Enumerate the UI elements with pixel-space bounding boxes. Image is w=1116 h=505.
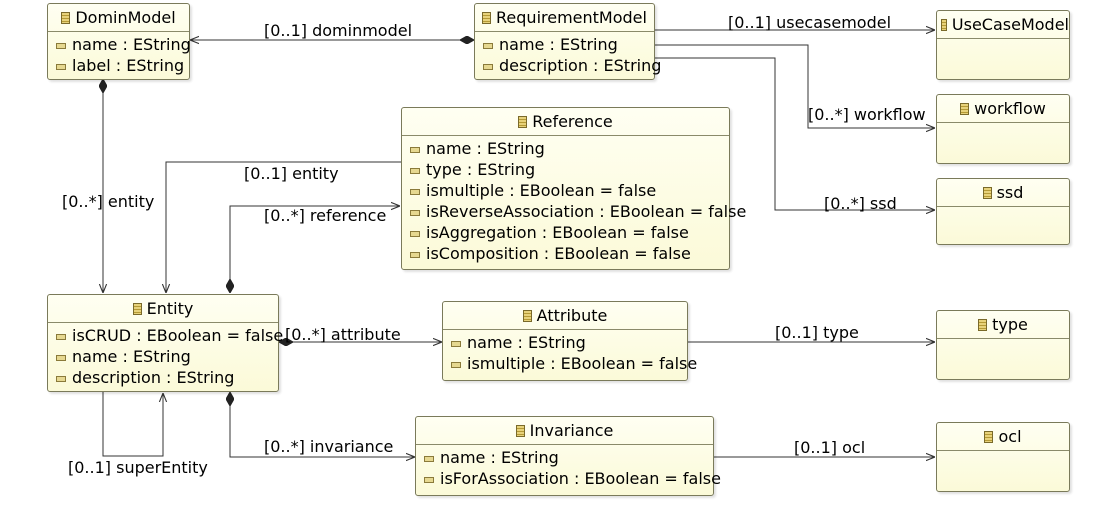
eattribute-icon bbox=[410, 209, 420, 216]
eattribute-icon bbox=[410, 146, 420, 153]
label-usecasemodel: [0..1] usecasemodel bbox=[728, 13, 892, 32]
label-entity-reference: [0..1] entity bbox=[244, 164, 339, 183]
class-domin-model[interactable]: DominModel name : EString label : EStrin… bbox=[47, 3, 191, 80]
eclass-icon bbox=[515, 424, 525, 437]
class-header: Entity bbox=[48, 295, 278, 323]
class-entity[interactable]: Entity isCRUD : EBoolean = false name : … bbox=[47, 294, 283, 392]
attribute-row[interactable]: name : EString bbox=[56, 346, 278, 367]
eattribute-icon bbox=[56, 42, 66, 49]
eclass-icon bbox=[982, 186, 992, 199]
eclass-icon bbox=[941, 18, 947, 31]
label-ssd: [0..*] ssd bbox=[824, 194, 897, 213]
label-type: [0..1] type bbox=[775, 323, 859, 342]
attribute-row[interactable]: isReverseAssociation : EBoolean = false bbox=[410, 201, 746, 222]
class-ssd[interactable]: ssd bbox=[936, 178, 1070, 245]
attribute-row[interactable]: isComposition : EBoolean = false bbox=[410, 243, 729, 264]
attribute-row[interactable]: label : EString bbox=[56, 55, 189, 76]
eattribute-icon bbox=[56, 375, 66, 382]
eclass-icon bbox=[482, 11, 492, 24]
label-super-entity: [0..1] superEntity bbox=[68, 458, 208, 477]
label-workflow: [0..*] workflow bbox=[808, 105, 926, 124]
class-name: DominModel bbox=[75, 8, 176, 27]
eclass-icon bbox=[522, 309, 532, 322]
attribute-row[interactable]: name : EString bbox=[483, 34, 654, 55]
class-name: Attribute bbox=[536, 306, 608, 325]
class-name: Entity bbox=[146, 299, 194, 318]
attribute-row[interactable]: name : EString bbox=[451, 332, 687, 353]
class-usecase-model[interactable]: UseCaseModel bbox=[936, 10, 1070, 80]
class-requirement-model[interactable]: RequirementModel name : EString descript… bbox=[474, 3, 661, 80]
eattribute-icon bbox=[56, 63, 66, 70]
class-name: UseCaseModel bbox=[951, 15, 1069, 34]
eattribute-icon bbox=[410, 188, 420, 195]
class-header: type bbox=[937, 311, 1069, 339]
class-invariance[interactable]: Invariance name : EString isForAssociati… bbox=[415, 416, 721, 496]
class-header: ocl bbox=[937, 423, 1069, 451]
eattribute-icon bbox=[410, 230, 420, 237]
eattribute-icon bbox=[483, 42, 493, 49]
eclass-icon bbox=[978, 318, 988, 331]
label-reference: [0..*] reference bbox=[264, 206, 387, 225]
eattribute-icon bbox=[424, 476, 434, 483]
class-header: UseCaseModel bbox=[937, 11, 1069, 39]
class-name: ocl bbox=[998, 427, 1022, 446]
class-name: ssd bbox=[996, 183, 1024, 202]
edge-entity-reference[interactable] bbox=[166, 161, 401, 293]
attribute-row[interactable]: name : EString bbox=[424, 447, 713, 468]
eattribute-icon bbox=[56, 333, 66, 340]
attribute-row[interactable]: isCRUD : EBoolean = false bbox=[56, 325, 283, 346]
attribute-row[interactable]: description : EString bbox=[483, 55, 661, 76]
label-entity-domin: [0..*] entity bbox=[62, 192, 155, 211]
eattribute-icon bbox=[451, 361, 461, 368]
attribute-row[interactable]: name : EString bbox=[56, 34, 191, 55]
attribute-row[interactable]: isForAssociation : EBoolean = false bbox=[424, 468, 721, 489]
eattribute-icon bbox=[483, 63, 493, 70]
class-ocl[interactable]: ocl bbox=[936, 422, 1070, 492]
attribute-row[interactable]: description : EString bbox=[56, 367, 278, 388]
attribute-row[interactable]: isAggregation : EBoolean = false bbox=[410, 222, 729, 243]
eattribute-icon bbox=[56, 354, 66, 361]
class-attribute[interactable]: Attribute name : EString ismultiple : EB… bbox=[442, 301, 697, 381]
eclass-icon bbox=[518, 115, 528, 128]
class-reference[interactable]: Reference name : EString type : EString … bbox=[401, 107, 746, 270]
eclass-icon bbox=[132, 302, 142, 315]
class-type[interactable]: type bbox=[936, 310, 1070, 380]
eattribute-icon bbox=[410, 251, 420, 258]
class-header: Attribute bbox=[443, 302, 687, 330]
class-header: Reference bbox=[402, 108, 729, 136]
label-invariance: [0..*] invariance bbox=[264, 437, 394, 456]
edge-super-entity[interactable] bbox=[102, 392, 163, 457]
class-header: workflow bbox=[937, 95, 1069, 123]
eattribute-icon bbox=[424, 455, 434, 462]
edge-ssd[interactable] bbox=[655, 57, 935, 210]
class-header: Invariance bbox=[416, 417, 713, 445]
eattribute-icon bbox=[410, 167, 420, 174]
edge-workflow[interactable] bbox=[655, 44, 935, 128]
class-name: type bbox=[992, 315, 1028, 334]
class-workflow[interactable]: workflow bbox=[936, 94, 1070, 164]
class-name: workflow bbox=[974, 99, 1046, 118]
label-attribute: [0..*] attribute bbox=[285, 325, 401, 344]
attribute-row[interactable]: name : EString bbox=[410, 138, 729, 159]
attribute-row[interactable]: ismultiple : EBoolean = false bbox=[410, 180, 729, 201]
edge-invariance[interactable] bbox=[230, 392, 415, 457]
class-name: Reference bbox=[532, 112, 613, 131]
class-name: Invariance bbox=[529, 421, 614, 440]
eattribute-icon bbox=[451, 340, 461, 347]
eclass-icon bbox=[984, 430, 994, 443]
edge-reference[interactable] bbox=[230, 206, 400, 293]
label-dominmodel: [0..1] dominmodel bbox=[264, 21, 413, 40]
eclass-icon bbox=[960, 102, 970, 115]
eclass-icon bbox=[61, 11, 71, 24]
attribute-row[interactable]: type : EString bbox=[410, 159, 729, 180]
class-header: DominModel bbox=[48, 4, 189, 32]
class-name: RequirementModel bbox=[496, 8, 647, 27]
class-header: RequirementModel bbox=[475, 4, 654, 32]
label-ocl: [0..1] ocl bbox=[794, 438, 866, 457]
attribute-row[interactable]: ismultiple : EBoolean = false bbox=[451, 353, 697, 374]
class-header: ssd bbox=[937, 179, 1069, 207]
